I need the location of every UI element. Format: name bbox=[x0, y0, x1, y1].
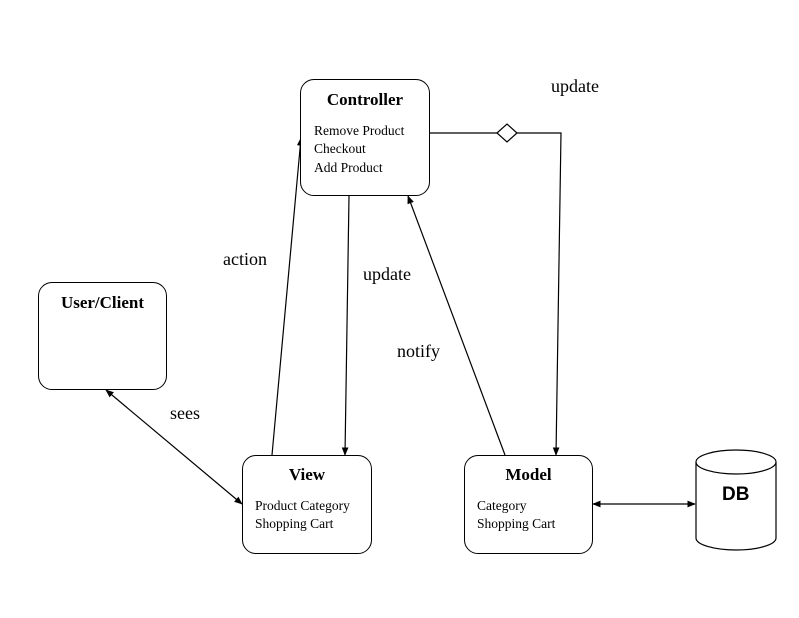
view-title: View bbox=[288, 465, 326, 484]
edge-update-view-arrow bbox=[341, 195, 350, 456]
model-item: Category bbox=[477, 498, 527, 513]
view-box: View Product Category Shopping Cart bbox=[242, 455, 372, 554]
edge-update-model-arrow bbox=[517, 132, 562, 456]
edge-label-update-view: update bbox=[363, 264, 411, 284]
edge-action-arrow bbox=[271, 137, 304, 456]
model-item: Shopping Cart bbox=[477, 516, 556, 531]
controller-item: Add Product bbox=[314, 160, 383, 175]
user-client-box: User/Client bbox=[38, 282, 167, 390]
user-client-title: User/Client bbox=[60, 293, 145, 312]
db-label: DB bbox=[722, 484, 750, 505]
edge-label-update-model: update bbox=[551, 76, 599, 96]
model-box: Model Category Shopping Cart bbox=[464, 455, 593, 554]
edge-label-action: action bbox=[223, 249, 267, 269]
controller-title: Controller bbox=[326, 90, 404, 109]
controller-box: Controller Remove Product Checkout Add P… bbox=[300, 79, 430, 196]
edge-notify-arrow bbox=[407, 195, 506, 456]
edge-update-model-diamond bbox=[496, 123, 518, 143]
view-item: Shopping Cart bbox=[255, 516, 334, 531]
controller-item: Remove Product bbox=[314, 123, 405, 138]
controller-item: Checkout bbox=[314, 141, 366, 156]
edge-label-notify: notify bbox=[397, 341, 440, 361]
db-cylinder bbox=[695, 449, 777, 551]
view-item: Product Category bbox=[255, 498, 350, 513]
edge-sees-arrow bbox=[105, 389, 243, 505]
edge-label-sees: sees bbox=[170, 403, 200, 423]
model-title: Model bbox=[505, 465, 552, 484]
